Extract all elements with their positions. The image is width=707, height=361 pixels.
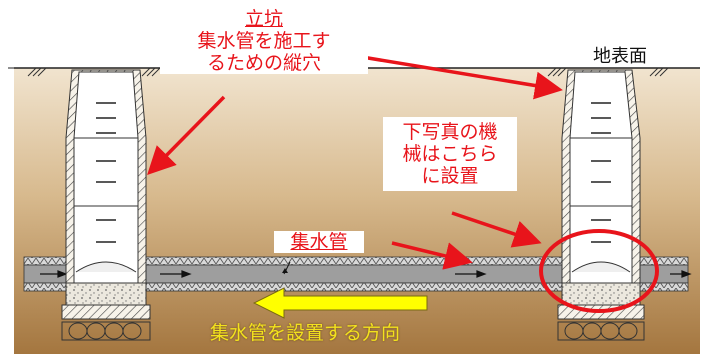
shaft-title: 立坑 xyxy=(244,8,283,30)
shaft-arrow-left xyxy=(147,95,226,175)
pipe-arrow xyxy=(391,241,473,270)
shaft-label: 立坑 集水管を施工す るための縦穴 xyxy=(160,8,368,74)
shaft-desc-line2: るための縦穴 xyxy=(206,52,321,74)
machine-line3: に設置 xyxy=(421,165,479,187)
direction-label: 集水管を設置する方向 xyxy=(210,322,401,344)
pipe-label-text: 集水管 xyxy=(290,231,348,253)
machine-label: 下写真の機 械はこちら に設置 xyxy=(383,117,517,191)
collector-pipe xyxy=(23,256,692,292)
shaft-arrow-right xyxy=(361,55,563,100)
machine-line1: 下写真の機 xyxy=(402,121,498,143)
direction-arrow xyxy=(252,287,428,319)
annotation-arrows xyxy=(147,55,563,270)
machine-arrow xyxy=(451,211,542,248)
ground-surface-label: 地表面 xyxy=(593,46,647,67)
right-shaft xyxy=(557,69,645,341)
machine-highlight-ellipse xyxy=(539,229,659,313)
left-shaft xyxy=(61,69,151,341)
shaft-desc-line1: 集水管を施工す xyxy=(197,30,331,52)
machine-line2: 械はこちら xyxy=(402,143,498,165)
pipe-label: 集水管 xyxy=(274,231,364,253)
